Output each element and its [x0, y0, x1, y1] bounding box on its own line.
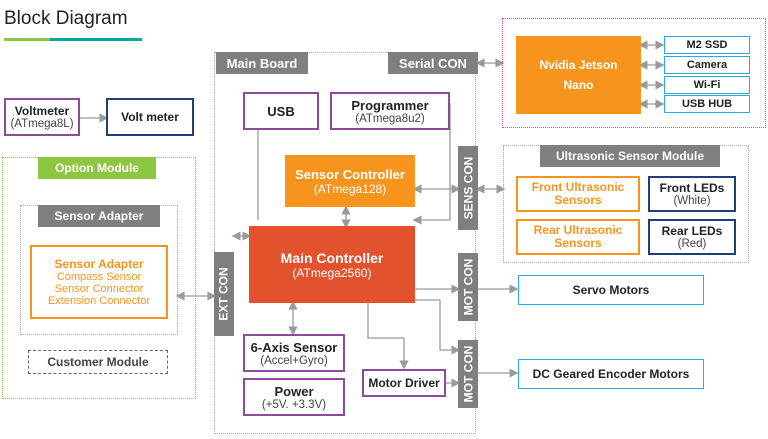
page-title: Block Diagram [4, 8, 128, 29]
serial-con-label: Serial CON [388, 52, 478, 74]
power-detail: (+5V. +3.3V) [261, 398, 327, 411]
rear-leds-name: Rear LEDs [661, 224, 723, 238]
six-axis-detail: (Accel+Gyro) [260, 354, 328, 367]
front-ultrasonic-box: Front Ultrasonic Sensors [516, 176, 640, 212]
sensor-adapter-line-2: Sensor Connector [54, 283, 144, 295]
front-leds-box: Front LEDs (White) [648, 176, 736, 212]
sensor-adapter-name: Sensor Adapter [54, 257, 144, 271]
rear-leds-box: Rear LEDs (Red) [648, 219, 736, 255]
peripheral-wifi: Wi-Fi [664, 76, 750, 94]
power-box: Power (+5V. +3.3V) [243, 378, 345, 416]
servo-motors-box: Servo Motors [518, 275, 704, 305]
six-axis-box: 6-Axis Sensor (Accel+Gyro) [243, 334, 345, 372]
voltmeter-box: Voltmeter (ATmega8L) [4, 98, 80, 136]
title-underline-green [4, 38, 50, 41]
jetson-frame [502, 18, 766, 128]
six-axis-name: 6-Axis Sensor [250, 339, 338, 355]
motor-driver-box: Motor Driver [362, 369, 446, 397]
voltmeter-name: Voltmeter [14, 104, 70, 118]
programmer-name: Programmer [351, 97, 429, 113]
voltmeter-chip: (ATmega8L) [10, 118, 74, 130]
peripheral-m2-ssd: M2 SSD [664, 36, 750, 54]
volt-meter-box: Volt meter [106, 98, 194, 136]
sensor-controller-chip: (ATmega128) [313, 181, 387, 196]
main-board-label: Main Board [216, 52, 308, 74]
title-underline-teal [50, 38, 142, 41]
mot-con-2-label: MOT CON [458, 340, 478, 408]
main-controller-chip: (ATmega2560) [292, 265, 372, 280]
dc-motors-box: DC Geared Encoder Motors [518, 359, 704, 389]
jetson-line-1: Nvidia Jetson [539, 58, 618, 72]
ultrasonic-label: Ultrasonic Sensor Module [540, 145, 720, 167]
sensor-adapter-line-1: Compass Sensor [56, 271, 142, 283]
main-controller-box: Main Controller (ATmega2560) [249, 226, 415, 303]
ext-con-label: EXT CON [214, 252, 234, 336]
main-controller-name: Main Controller [280, 249, 384, 266]
peripheral-usb-hub: USB HUB [664, 95, 750, 113]
jetson-box: Nvidia Jetson Nano [516, 36, 641, 114]
programmer-box: Programmer (ATmega8u2) [330, 92, 450, 130]
jetson-line-2: Nano [563, 78, 594, 92]
sensor-adapter-header: Sensor Adapter [38, 205, 160, 227]
sensor-controller-name: Sensor Controller [295, 166, 405, 182]
front-leds-color: (White) [673, 195, 711, 207]
usb-box: USB [243, 92, 319, 130]
sens-con-label: SENS CON [458, 146, 478, 230]
sensor-adapter-box: Sensor Adapter Compass Sensor Sensor Con… [30, 245, 168, 319]
customer-module-box: Customer Module [28, 350, 168, 374]
main-board-frame [214, 52, 476, 434]
rear-leds-color: (Red) [677, 238, 707, 250]
power-name: Power [274, 383, 314, 399]
mot-con-1-label: MOT CON [458, 253, 478, 321]
option-module-label: Option Module [38, 157, 156, 179]
programmer-chip: (ATmega8u2) [355, 112, 425, 125]
peripheral-camera: Camera [664, 56, 750, 74]
front-leds-name: Front LEDs [659, 181, 725, 195]
rear-ultrasonic-box: Rear Ultrasonic Sensors [516, 219, 640, 255]
sensor-adapter-line-3: Extension Connector [47, 295, 151, 307]
sensor-controller-box: Sensor Controller (ATmega128) [285, 155, 415, 207]
